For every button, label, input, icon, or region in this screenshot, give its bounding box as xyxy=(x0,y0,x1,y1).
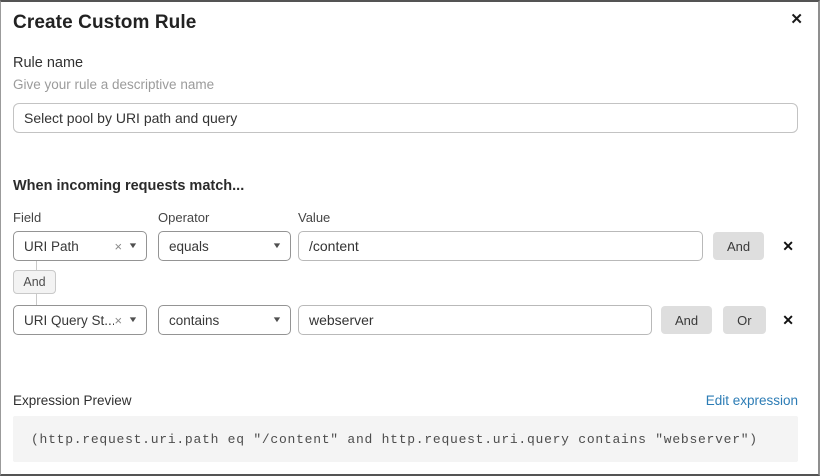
condition-connector: And xyxy=(13,261,798,305)
dialog-title: Create Custom Rule xyxy=(13,12,197,33)
condition-row: URI Path × ▼ equals ▼ And ✕ xyxy=(13,231,798,261)
chevron-down-icon: ▼ xyxy=(271,241,283,250)
clear-icon[interactable]: × xyxy=(114,238,123,254)
match-heading: When incoming requests match... xyxy=(13,178,245,194)
field-select[interactable]: URI Query St... × ▼ xyxy=(13,305,147,335)
or-button[interactable]: Or xyxy=(723,306,766,334)
operator-select-value: contains xyxy=(169,312,220,328)
operator-select[interactable]: equals ▼ xyxy=(158,231,291,261)
value-input[interactable] xyxy=(298,305,652,335)
expression-preview-header: Expression Preview Edit expression xyxy=(13,393,798,408)
and-connector-badge: And xyxy=(13,270,56,294)
and-button[interactable]: And xyxy=(661,306,713,334)
value-column-label: Value xyxy=(298,210,331,225)
condition-row: URI Query St... × ▼ contains ▼ And Or ✕ xyxy=(13,305,798,335)
operator-column-label: Operator xyxy=(158,210,210,225)
chevron-down-icon: ▼ xyxy=(127,315,139,324)
connector-line xyxy=(36,261,37,270)
field-column-label: Field xyxy=(13,210,42,225)
expression-code: (http.request.uri.path eq "/content" and… xyxy=(31,431,758,447)
operator-select[interactable]: contains ▼ xyxy=(158,305,291,335)
operator-select-value: equals xyxy=(169,238,209,254)
chevron-down-icon: ▼ xyxy=(271,315,283,324)
rule-name-hint: Give your rule a descriptive name xyxy=(13,77,215,92)
field-select-value: URI Query St... xyxy=(24,312,115,328)
rule-name-input[interactable] xyxy=(13,103,798,133)
field-select-value: URI Path xyxy=(24,238,79,254)
close-icon[interactable]: ✕ xyxy=(788,9,805,31)
delete-row-icon[interactable]: ✕ xyxy=(778,310,798,331)
field-select[interactable]: URI Path × ▼ xyxy=(13,231,147,261)
chevron-down-icon: ▼ xyxy=(127,241,139,250)
connector-line xyxy=(36,294,37,305)
rule-name-label: Rule name xyxy=(13,55,84,71)
clear-icon[interactable]: × xyxy=(114,312,123,328)
condition-column-headers: Field Operator Value xyxy=(13,210,798,225)
edit-expression-link[interactable]: Edit expression xyxy=(705,393,798,408)
expression-preview-label: Expression Preview xyxy=(13,393,132,408)
value-input[interactable] xyxy=(298,231,703,261)
delete-row-icon[interactable]: ✕ xyxy=(778,236,798,257)
and-button[interactable]: And xyxy=(713,232,765,260)
expression-code-box: (http.request.uri.path eq "/content" and… xyxy=(13,416,798,462)
